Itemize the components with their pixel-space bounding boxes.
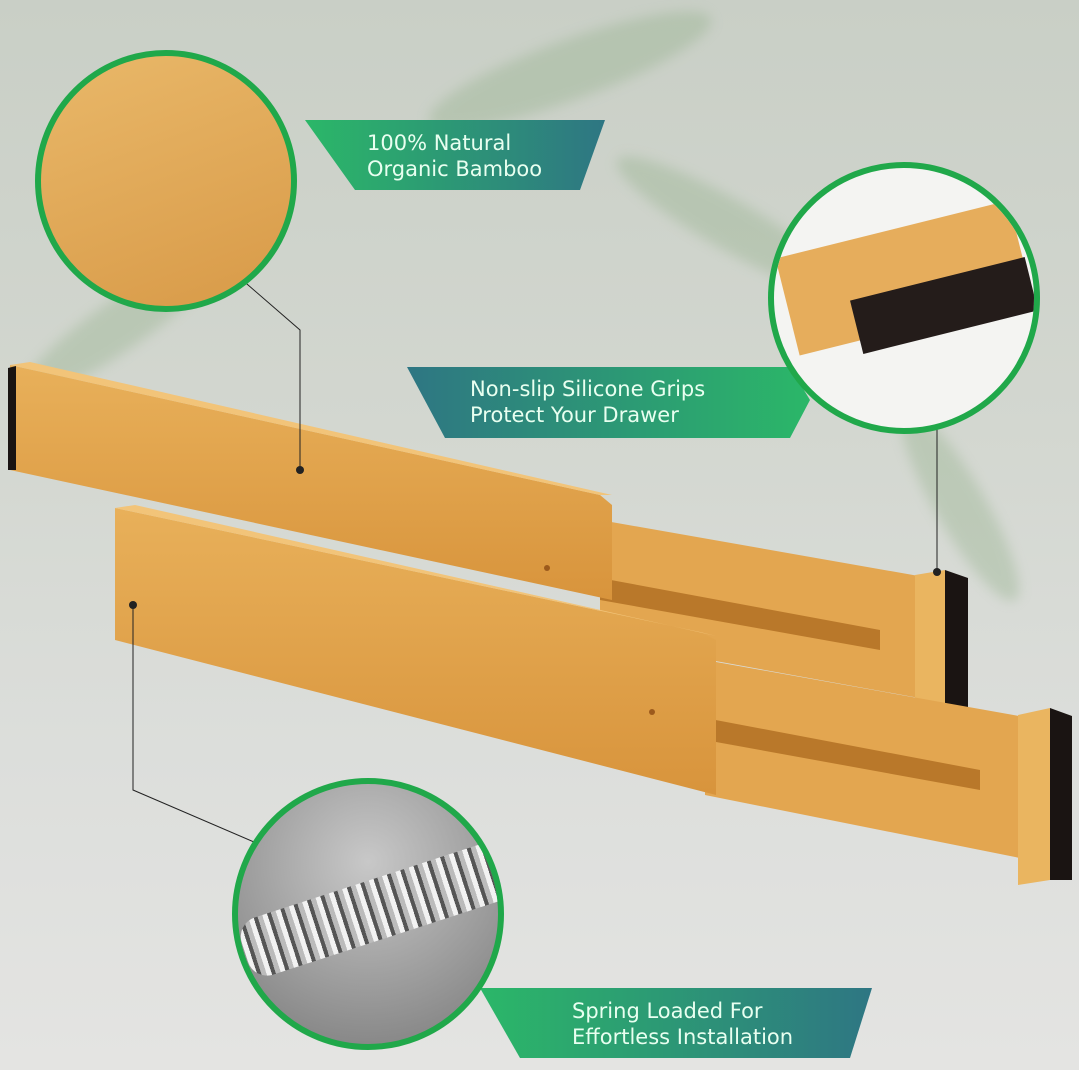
callout-grips: Non-slip Silicone Grips Protect Your Dra… [470, 376, 705, 428]
bamboo-closeup-circle [35, 50, 297, 312]
spring-closeup-circle [232, 778, 504, 1050]
pointer-dot [129, 601, 137, 609]
pointer-dot [296, 466, 304, 474]
callout-line: 100% Natural [367, 131, 512, 155]
callout-bamboo: 100% Natural Organic Bamboo [367, 130, 542, 182]
pointer-dot [933, 568, 941, 576]
callout-spring: Spring Loaded For Effortless Installatio… [572, 998, 793, 1050]
callout-line: Spring Loaded For [572, 999, 763, 1023]
silicone-grip-closeup-circle [768, 162, 1040, 434]
front-divider [115, 505, 1072, 885]
pointer-line [239, 277, 301, 470]
pointer-line [132, 605, 269, 849]
callout-line: Effortless Installation [572, 1025, 794, 1049]
banner-shape [407, 367, 810, 438]
banner-shape [305, 120, 605, 190]
callout-line: Protect Your Drawer [470, 403, 679, 427]
callout-line: Non-slip Silicone Grips [470, 377, 706, 401]
callout-line: Organic Bamboo [367, 157, 543, 181]
banner-shape [480, 988, 872, 1058]
